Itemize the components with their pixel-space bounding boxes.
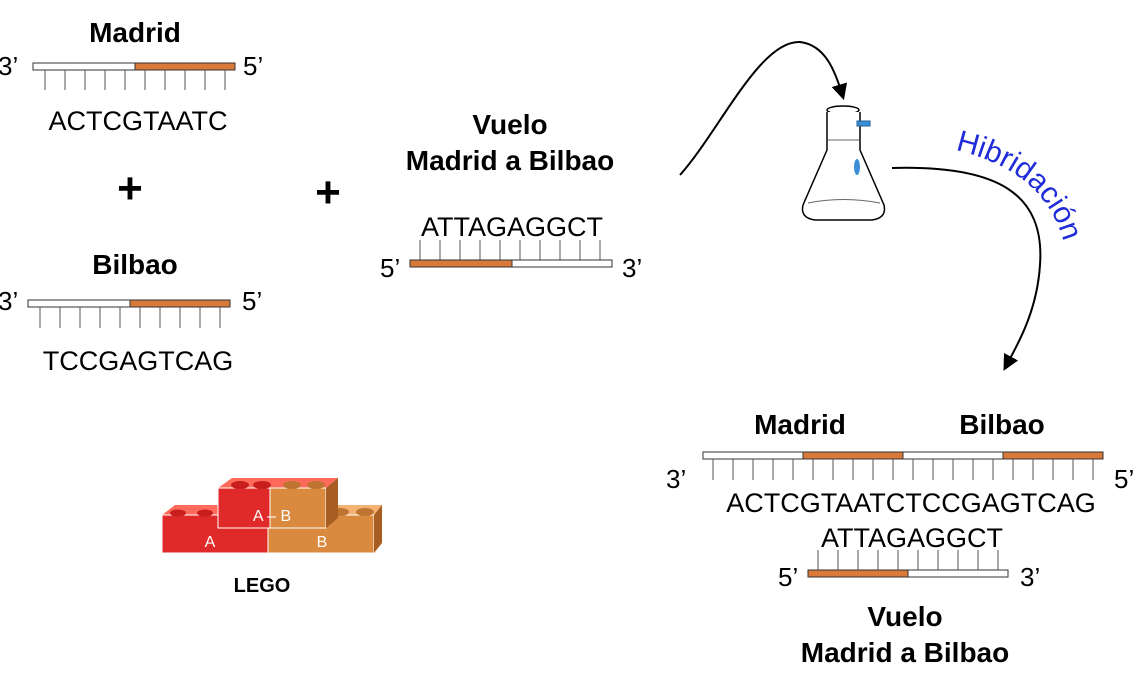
flight-white-segment bbox=[511, 259, 613, 268]
flask-icon bbox=[801, 105, 886, 221]
bilbao-strand: Bilbao 3’ 5’ TCCGAGTCAG bbox=[0, 249, 262, 376]
hybridized-result: Madrid Bilbao 3’ 5’ ACTCGTAATCTCCGAGTCAG… bbox=[666, 409, 1134, 668]
madrid-orange-segment bbox=[134, 62, 236, 71]
result-segment-3 bbox=[902, 451, 1004, 460]
lego-block-ab: A – B bbox=[217, 478, 338, 529]
result-top-sequence: ACTCGTAATCTCCGAGTCAG bbox=[726, 488, 1096, 518]
result-left-end-label: 3’ bbox=[666, 464, 686, 494]
result-segment-2 bbox=[802, 451, 904, 460]
bilbao-left-end-label: 3’ bbox=[0, 286, 18, 316]
flight-strand: Vuelo Madrid a Bilbao ATTAGAGGCT 5’ 3’ bbox=[380, 109, 642, 283]
result-madrid-title: Madrid bbox=[754, 409, 846, 440]
flight-left-end-label: 5’ bbox=[380, 253, 400, 283]
result-bottom-orange-segment bbox=[807, 569, 909, 578]
bilbao-right-end-label: 5’ bbox=[242, 286, 262, 316]
lego-label-a: A bbox=[205, 534, 216, 551]
result-segment-4 bbox=[1002, 451, 1104, 460]
plus-sign-1: + bbox=[117, 164, 143, 213]
result-bottom-left-end-label: 5’ bbox=[778, 562, 798, 592]
bilbao-orange-segment bbox=[129, 299, 231, 308]
result-bottom-right-end-label: 3’ bbox=[1020, 562, 1040, 592]
madrid-strand: Madrid 3’ 5’ ACTCGTAATC bbox=[0, 17, 263, 136]
madrid-left-end-label: 3’ bbox=[0, 51, 18, 81]
lego-caption: LEGO bbox=[234, 575, 291, 597]
arrow-into-flask bbox=[679, 40, 848, 176]
flight-orange-segment bbox=[409, 259, 513, 268]
flight-right-end-label: 3’ bbox=[622, 253, 642, 283]
lego-label-ab: A – B bbox=[253, 508, 291, 525]
flight-sequence: ATTAGAGGCT bbox=[421, 212, 603, 242]
madrid-white-segment bbox=[32, 62, 136, 71]
hybridization-label: Hibridación bbox=[953, 125, 1088, 244]
madrid-right-end-label: 5’ bbox=[243, 51, 263, 81]
result-flight-line2: Madrid a Bilbao bbox=[801, 637, 1009, 668]
lego-blocks-illustration: A B A – B LEGO bbox=[161, 478, 382, 597]
result-bottom-sequence: ATTAGAGGCT bbox=[821, 523, 1003, 553]
lego-label-b: B bbox=[317, 534, 328, 551]
result-top-ticks bbox=[712, 459, 1094, 480]
result-flight-line1: Vuelo bbox=[867, 601, 942, 632]
madrid-title: Madrid bbox=[89, 17, 181, 48]
bilbao-sequence: TCCGAGTCAG bbox=[43, 346, 234, 376]
result-segment-1 bbox=[702, 451, 804, 460]
madrid-sequence: ACTCGTAATC bbox=[49, 106, 228, 136]
madrid-base-ticks bbox=[44, 70, 226, 90]
bilbao-base-ticks bbox=[39, 307, 221, 328]
plus-sign-2: + bbox=[315, 168, 341, 217]
flight-title-line2: Madrid a Bilbao bbox=[406, 145, 614, 176]
bilbao-title: Bilbao bbox=[92, 249, 178, 280]
bilbao-white-segment bbox=[27, 299, 131, 308]
result-bottom-ticks bbox=[817, 550, 999, 570]
result-bilbao-title: Bilbao bbox=[959, 409, 1045, 440]
flight-title-line1: Vuelo bbox=[472, 109, 547, 140]
flight-base-ticks bbox=[419, 240, 601, 260]
arrow-from-flask bbox=[891, 166, 1042, 371]
result-bottom-white-segment bbox=[907, 569, 1009, 578]
result-right-end-label: 5’ bbox=[1114, 464, 1134, 494]
